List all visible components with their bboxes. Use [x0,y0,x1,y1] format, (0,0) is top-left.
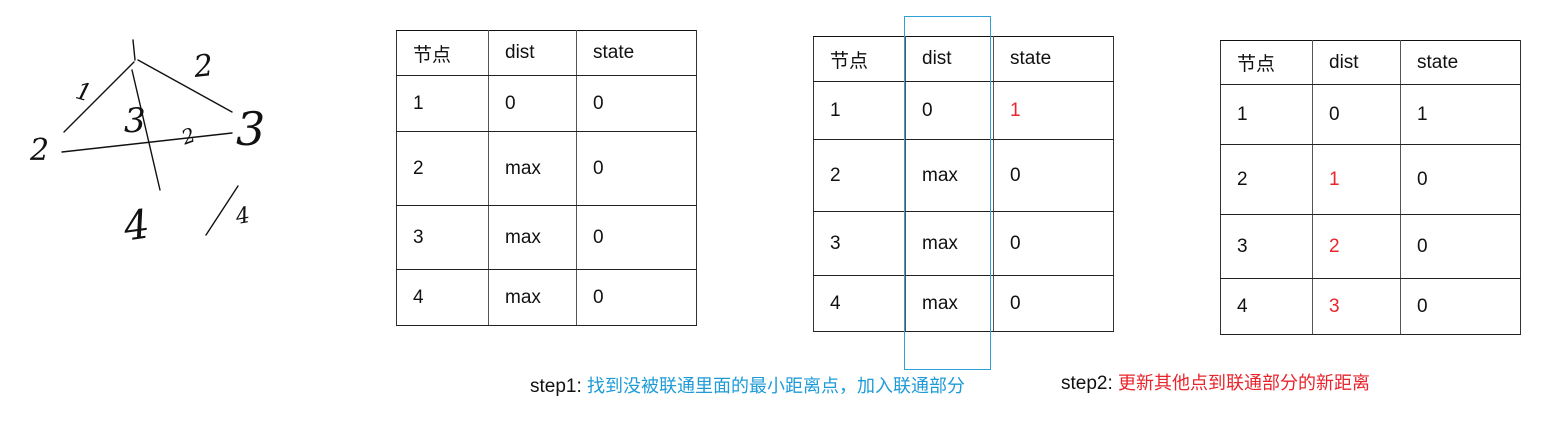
step1-label: step1: [530,376,582,397]
cell-node: 4 [396,269,489,326]
header-state: state [576,30,697,76]
table-row: 3 2 0 [1220,214,1521,279]
graph-edges [61,39,239,236]
cell-state: 1 [1400,84,1521,145]
cell-node: 1 [396,75,489,132]
edge-3-4 [205,185,239,236]
step2-caption: step2: 更新其他点到联通部分的新距离 [1061,374,1370,393]
cell-dist: max [488,269,577,326]
edge-1-4 [131,69,161,191]
edge-1-2 [63,61,135,133]
cell-node: 3 [1220,214,1313,279]
edge-weight-1-3: 2 [192,48,215,85]
cell-node: 2 [1220,144,1313,215]
cell-state: 0 [576,269,697,326]
header-node: 节点 [813,36,906,82]
cell-node: 4 [1220,278,1313,335]
cell-node: 1 [813,81,906,140]
cell-state: 0 [576,75,697,132]
header-dist: dist [488,30,577,76]
cell-dist: max [488,205,577,270]
dijkstra-table-step2: 节点 dist state 1 0 1 2 1 0 3 2 0 4 3 0 [1220,40,1521,335]
header-dist: dist [1312,40,1401,85]
cell-dist: 2 [1312,214,1401,279]
header-state: state [1400,40,1521,85]
table-header-row: 节点 dist state [813,36,1114,82]
table-header-row: 节点 dist state [396,30,697,76]
step1-text: 找到没被联通里面的最小距离点，加入联通部分 [587,376,966,397]
cell-dist: 1 [1312,144,1401,215]
cell-state: 0 [1400,278,1521,335]
table-row: 1 0 1 [1220,84,1521,145]
cell-node: 3 [396,205,489,270]
cell-dist: max [905,139,994,212]
node-label-4: 4 [120,201,153,251]
cell-state: 0 [993,275,1114,332]
cell-state: 0 [1400,144,1521,215]
dist-column-highlight [904,16,991,370]
cell-dist: max [488,131,577,206]
graph-sketch: 1 2 3 4 1 2 3 2 4 [0,0,300,300]
node-label-2: 2 [30,133,50,168]
dijkstra-table-step1: 节点 dist state 1 0 1 2 max 0 3 max 0 4 ma… [813,36,1114,332]
cell-state: 0 [1400,214,1521,279]
step2-text: 更新其他点到联通部分的新距离 [1118,373,1371,394]
table-row: 1 0 0 [396,75,697,132]
table-row: 2 1 0 [1220,144,1521,215]
header-node: 节点 [396,30,489,76]
cell-node: 2 [813,139,906,212]
node-label-3: 3 [236,102,266,156]
table-row: 4 max 0 [396,269,697,326]
cell-state: 0 [576,205,697,270]
cell-node: 3 [813,211,906,276]
table-row: 3 max 0 [396,205,697,270]
table-row: 1 0 1 [813,81,1114,140]
table-row: 4 3 0 [1220,278,1521,335]
header-node: 节点 [1220,40,1313,85]
step1-caption: step1: 找到没被联通里面的最小距离点，加入联通部分 [530,377,965,396]
cell-node: 4 [813,275,906,332]
cell-dist: 3 [1312,278,1401,335]
table-row: 4 max 0 [813,275,1114,332]
node-1-stroke [132,39,136,61]
table-row: 3 max 0 [813,211,1114,276]
cell-state: 0 [993,139,1114,212]
cell-state: 0 [576,131,697,206]
edge-2-3 [61,132,233,153]
cell-dist: 0 [905,81,994,140]
table-row: 2 max 0 [396,131,697,206]
cell-node: 2 [396,131,489,206]
cell-state: 1 [993,81,1114,140]
cell-dist: 0 [1312,84,1401,145]
cell-dist: max [905,211,994,276]
cell-state: 0 [993,211,1114,276]
step2-label: step2: [1061,373,1113,394]
cell-node: 1 [1220,84,1313,145]
cell-dist: 0 [488,75,577,132]
edge-1-3 [137,59,233,113]
dijkstra-table-initial: 节点 dist state 1 0 0 2 max 0 3 max 0 4 ma… [396,30,697,326]
edge-weight-1-4: 3 [124,101,146,141]
header-state: state [993,36,1114,82]
cell-dist: max [905,275,994,332]
table-header-row: 节点 dist state [1220,40,1521,85]
